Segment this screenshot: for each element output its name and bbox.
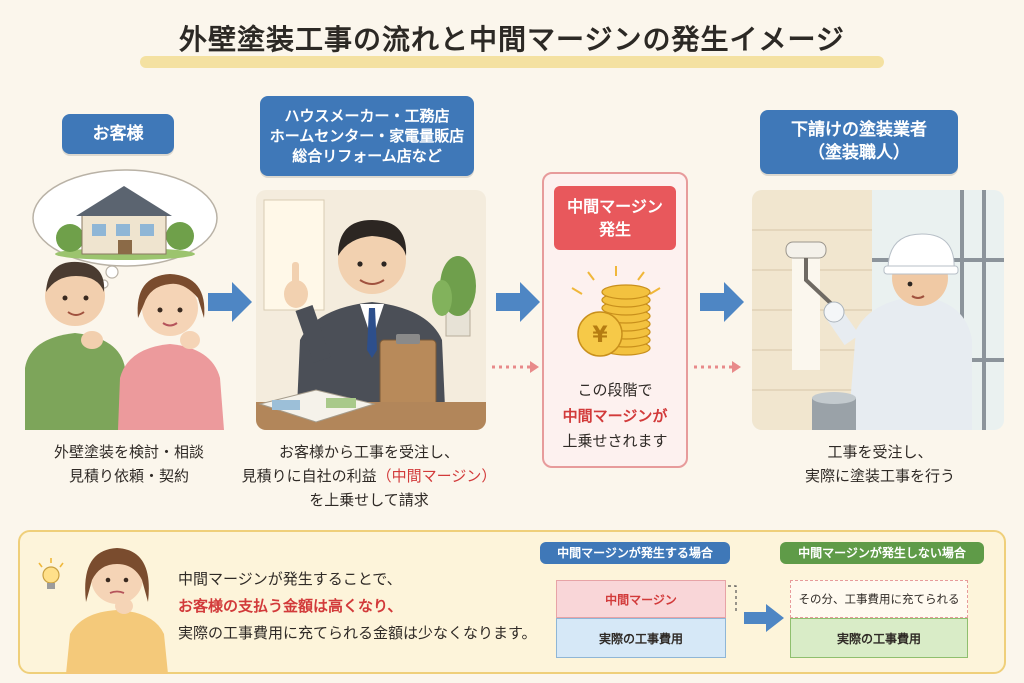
painter-scene [752,190,1004,430]
customer-label: お客様 [62,114,174,154]
lightbulb-icon [38,558,64,589]
arrow-right-icon [700,282,744,322]
with-margin-cost-cell: 実際の工事費用 [556,618,726,658]
painter-figure [823,233,972,430]
paint-bucket-icon [812,392,856,430]
maker-caption: お客様から工事を受注し、 見積りに自社の利益（中間マージン） を上乗せして請求 [241,443,497,509]
paint-roller-icon [785,241,840,312]
with-margin-header: 中間マージンが発生する場合 [540,542,730,564]
arrow-right-icon [496,282,540,322]
arrow-right-icon [208,282,252,322]
margin-label: 中間マージン 発生 [554,186,676,250]
without-margin-header: 中間マージンが発生しない場合 [780,542,984,564]
without-margin-cost-cell: 実際の工事費用 [790,618,968,658]
plant-icon [432,256,476,337]
comparison-arrow-icon [728,585,784,632]
clipboard-icon [379,334,437,415]
summary-text: 中間マージンが発生することで、 お客様の支払う金額は高くなり、 実際の工事費用に… [178,570,537,642]
catalog-icon [258,389,376,423]
margin-caption: この段階で 中間マージンが 上乗せされます [562,381,668,450]
title-underline [140,56,884,68]
salesman-scene [256,190,486,430]
customer-scene [25,169,224,430]
thinking-woman-figure [66,548,168,674]
customer-caption: 外壁塗装を検討・相談 見積り依頼・契約 [53,443,204,485]
with-margin-margin-cell: 中間マージン [556,580,726,618]
maker-label: ハウスメーカー・工務店 ホームセンター・家電量販店 総合リフォーム店など [260,96,474,176]
house-icon [55,186,195,260]
husband-figure [25,261,125,430]
contractor-label: 下請けの塗装業者 （塗装職人） [760,110,958,174]
wife-figure [118,274,224,430]
without-margin-extra-cell: その分、工事費用に充てられる [790,580,968,618]
dotted-arrow-icon [492,361,539,373]
contractor-caption: 工事を受注し、 実際に塗装工事を行う [804,443,955,485]
dotted-arrow-icon [694,361,741,373]
coin-stack-icon: ¥ [571,266,661,357]
page-title: 外壁塗装工事の流れと中間マージンの発生イメージ [179,23,845,56]
svg-text:¥: ¥ [592,323,608,348]
